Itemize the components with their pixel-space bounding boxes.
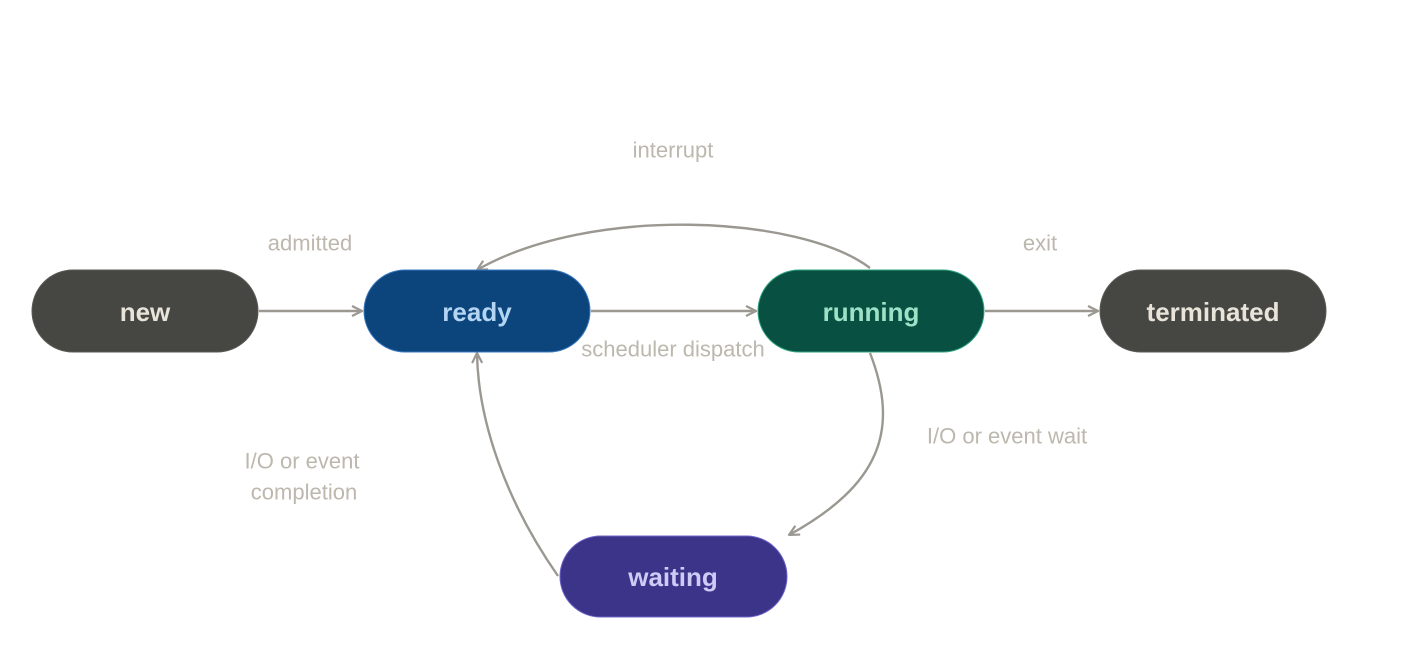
- state-ready: ready: [363, 269, 591, 353]
- label-io-completion-line1: I/O or event: [245, 449, 360, 474]
- label-admitted: admitted: [268, 231, 352, 256]
- label-scheduler-dispatch: scheduler dispatch: [581, 337, 764, 362]
- edge-waiting-to-ready: [477, 353, 559, 577]
- label-io-wait: I/O or event wait: [927, 424, 1087, 449]
- state-terminated-label: terminated: [1147, 297, 1280, 327]
- state-waiting-shape: [559, 535, 788, 618]
- label-exit: exit: [1023, 231, 1057, 256]
- state-ready-shape: [363, 269, 591, 353]
- state-new-label: new: [120, 297, 171, 327]
- edge-running-to-ready-interrupt: [477, 223, 871, 270]
- state-new-shape: [31, 269, 259, 353]
- label-io-completion-line2: completion: [251, 480, 357, 505]
- state-new: new: [31, 269, 259, 353]
- state-running-label: running: [823, 297, 920, 327]
- state-running-shape: [757, 269, 985, 353]
- state-running: running: [757, 269, 985, 353]
- label-interrupt: interrupt: [633, 138, 714, 163]
- state-terminated: terminated: [1099, 269, 1327, 353]
- state-terminated-shape: [1099, 269, 1327, 353]
- state-waiting-label: waiting: [627, 562, 718, 592]
- edge-running-to-waiting: [789, 352, 885, 535]
- state-ready-label: ready: [442, 297, 512, 327]
- state-waiting: waiting: [559, 535, 788, 618]
